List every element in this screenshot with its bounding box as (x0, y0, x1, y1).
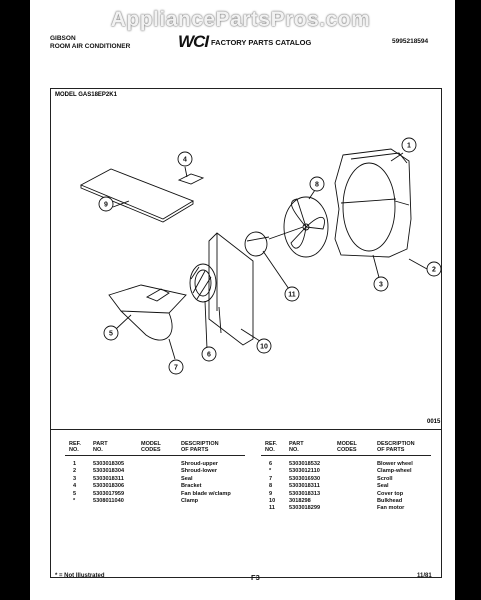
product-type: ROOM AIR CONDITIONER (50, 43, 131, 50)
header-ref-right: REF.NO. (265, 441, 277, 453)
callout-2: 2 (432, 267, 436, 274)
callout-10: 10 (260, 344, 268, 351)
callout-11: 11 (288, 292, 296, 299)
callout-3: 3 (379, 282, 383, 289)
table-divider (51, 429, 441, 430)
callout-1: 1 (407, 143, 411, 150)
parts-catalog-page: GIBSON ROOM AIR CONDITIONER WCI FACTORY … (30, 0, 455, 600)
header-underline-left (65, 455, 245, 456)
page-number: F3 (251, 573, 260, 582)
revision-date: 11/81 (417, 573, 432, 579)
catalog-number: 5995218594 (392, 38, 429, 45)
wci-logo: WCI (178, 32, 209, 51)
callout-8: 8 (315, 182, 319, 189)
not-illustrated-note: * = Not Illustrated (55, 573, 105, 579)
parts-frame: MODEL GAS18EP2K1 (50, 88, 442, 582)
watermark-text: AppliancePartsPros.com (110, 8, 371, 31)
callout-7: 7 (174, 365, 178, 372)
callout-6: 6 (207, 352, 211, 359)
model-number: MODEL GAS18EP2K1 (55, 92, 117, 98)
callout-4: 4 (183, 157, 187, 164)
exploded-parts-diagram: 1 2 3 4 5 6 7 8 9 10 11 (79, 137, 442, 375)
header-underline-right (261, 455, 431, 456)
brand-name: GIBSON (50, 35, 76, 42)
callout-5: 5 (109, 331, 113, 338)
header-ref: REF.NO. (69, 441, 81, 453)
callout-9: 9 (104, 202, 108, 209)
catalog-title: FACTORY PARTS CATALOG (211, 38, 312, 47)
figure-code: 0015 (427, 419, 441, 425)
